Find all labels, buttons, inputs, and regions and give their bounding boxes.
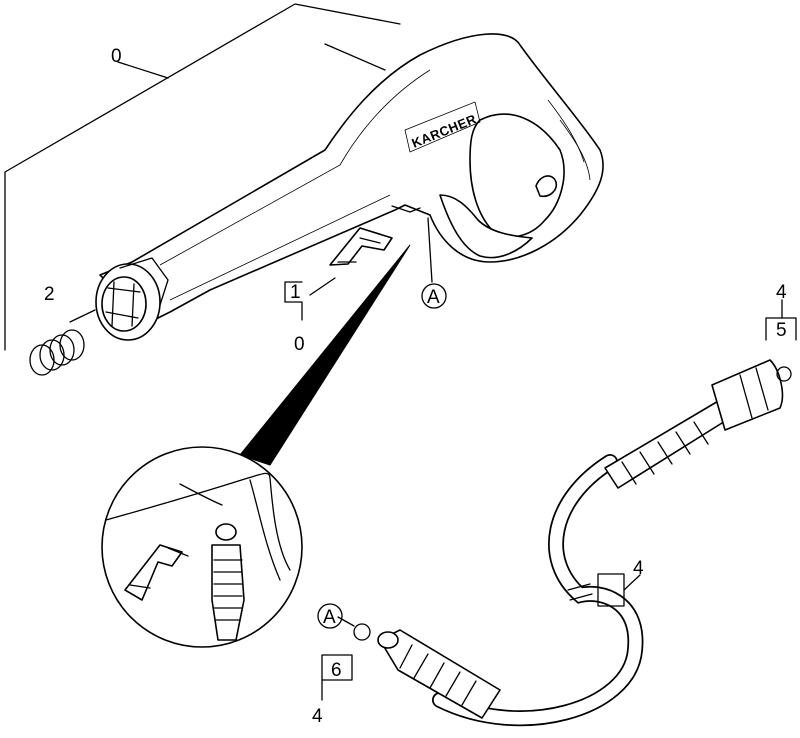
callout-hose-group-bottom: 4 (312, 706, 323, 727)
trigger-gun (95, 33, 604, 341)
callout-assembly: 0 (111, 46, 122, 67)
assembly-bracket (4, 3, 401, 351)
callout-oring-left: 6 (331, 660, 342, 681)
callout-clip-group: 0 (294, 334, 305, 355)
callout-spring: 2 (44, 284, 55, 305)
hose-part (377, 359, 784, 727)
oring-right-part (765, 299, 797, 382)
clip-bracket (284, 277, 336, 321)
callout-hose: 4 (633, 558, 644, 579)
clip-part (329, 227, 393, 266)
callout-clip: 1 (290, 282, 301, 303)
marker-label-hose: A (323, 607, 336, 628)
connection-marker-hose (317, 603, 343, 629)
detail-view-wedge (239, 244, 411, 466)
connection-marker-gun (421, 217, 447, 309)
oring-left-part (337, 616, 371, 641)
oring-left-bracket (321, 654, 353, 701)
detail-view-circle (101, 446, 303, 648)
marker-label-gun: A (427, 287, 440, 308)
hose-bracket (597, 573, 641, 607)
spring-part (29, 309, 96, 376)
callout-oring-right: 5 (776, 320, 787, 341)
callout-hose-group-top: 4 (776, 282, 787, 303)
